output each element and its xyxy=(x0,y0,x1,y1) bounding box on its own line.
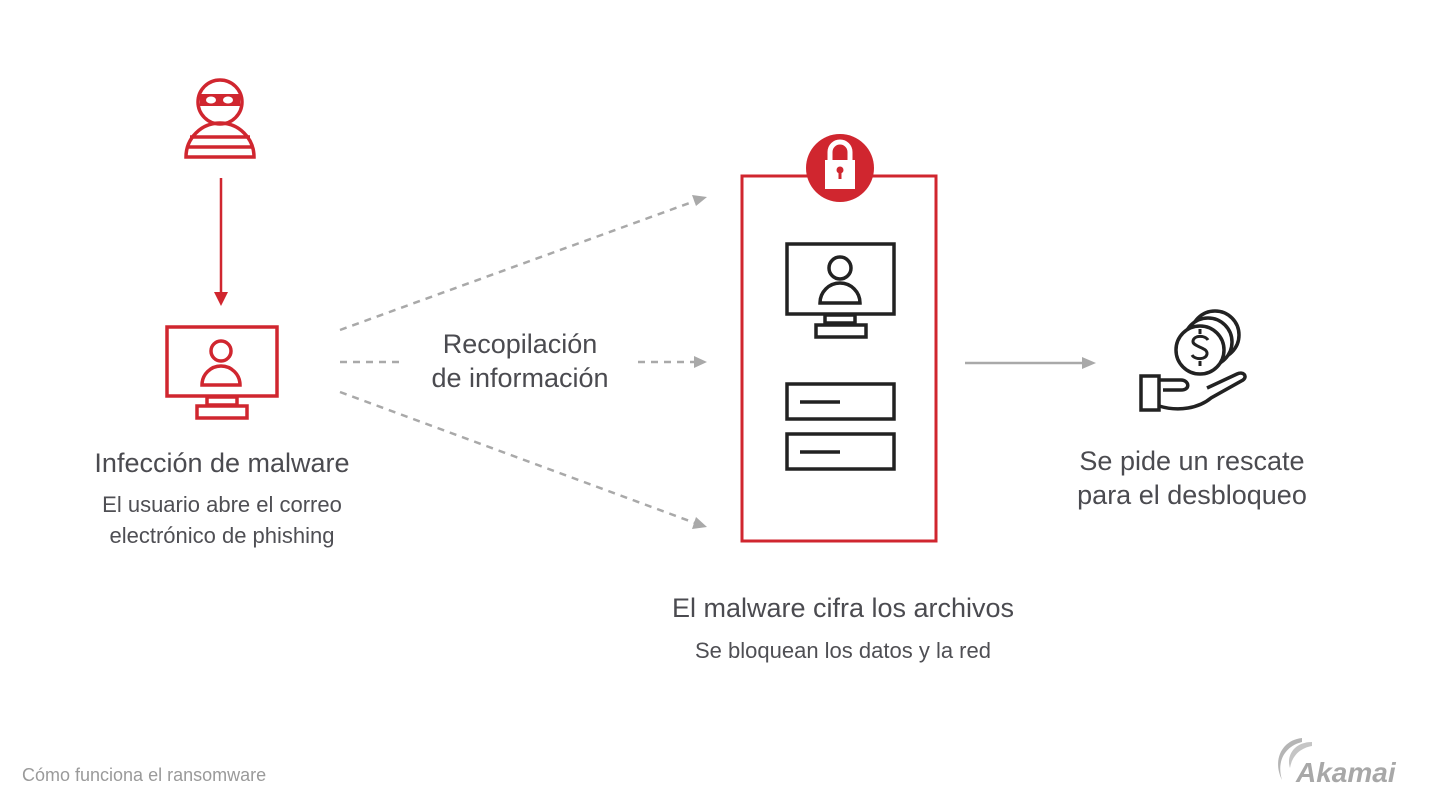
infected-computer-icon xyxy=(165,325,279,420)
step1-subtitle-line2: electrónico de phishing xyxy=(109,523,335,548)
step1-subtitle-line1: El usuario abre el correo xyxy=(102,492,342,517)
lock-icon xyxy=(806,134,874,202)
akamai-logo-text: Akamai xyxy=(1295,757,1397,788)
step3-title: El malware cifra los archivos xyxy=(671,593,1015,623)
step4-label-line2: para el desbloqueo xyxy=(1077,480,1307,510)
arrowheads xyxy=(692,195,707,529)
red-arrow xyxy=(214,178,228,306)
akamai-logo: Akamai xyxy=(1272,730,1432,795)
step2-label-line2: de información xyxy=(431,363,609,393)
akamai-logo-icon: Akamai xyxy=(1278,738,1397,788)
storage-icon xyxy=(785,382,896,471)
solid-arrow xyxy=(965,357,1096,369)
step3-subtitle: Se bloquean los datos y la red xyxy=(695,638,991,663)
footer-caption: Cómo funciona el ransomware xyxy=(22,765,267,785)
thief-icon xyxy=(184,78,256,159)
computer-icon xyxy=(785,242,896,339)
step2-label-line1: Recopilación xyxy=(442,329,598,359)
encrypted-box xyxy=(740,174,938,543)
step1-title: Infección de malware xyxy=(94,448,350,478)
ransom-hand-coins-icon xyxy=(1139,309,1247,412)
collection-arrows xyxy=(339,199,696,525)
step4-label-line1: Se pide un rescate xyxy=(1079,446,1305,476)
